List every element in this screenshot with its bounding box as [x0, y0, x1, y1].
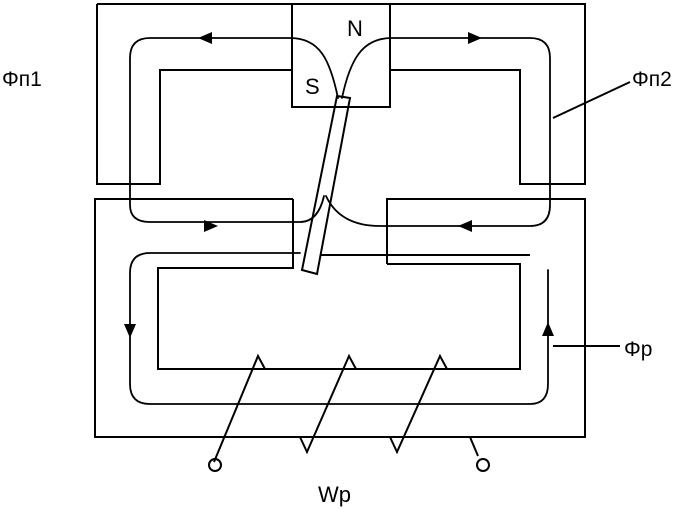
flux-path-phi-p2: [325, 37, 551, 227]
flux-arrow-right-top: [468, 32, 482, 44]
winding-terminal-right: [476, 458, 490, 472]
pole-s-label: S: [305, 74, 320, 99]
label-phi-r: Φр: [624, 338, 652, 361]
lower-core-inner: [157, 199, 521, 370]
flux-path-phi-r: [129, 252, 549, 405]
flux-arrow-phi-r-left: [124, 324, 136, 338]
flux-arrow-right-bottom: [458, 220, 472, 232]
lower-core-outer: [94, 198, 586, 438]
label-phi-p2: Φп2: [632, 68, 672, 91]
leader-line-phi-p2: [552, 81, 631, 119]
flux-path-phi-p1: [129, 37, 339, 223]
armature-bar: [300, 94, 352, 276]
flux-arrow-left-bottom: [204, 220, 218, 232]
pole-n-label: N: [347, 16, 363, 41]
label-winding: Wр: [318, 482, 351, 507]
upper-yoke: [96, 3, 586, 185]
permanent-magnet: [291, 3, 391, 108]
winding-coil: [213, 353, 479, 463]
flux-arrow-phi-r-right: [542, 322, 554, 336]
flux-arrow-left-top: [198, 32, 212, 44]
label-phi-p1: Φп1: [2, 68, 42, 91]
winding-terminal-left: [208, 458, 222, 472]
